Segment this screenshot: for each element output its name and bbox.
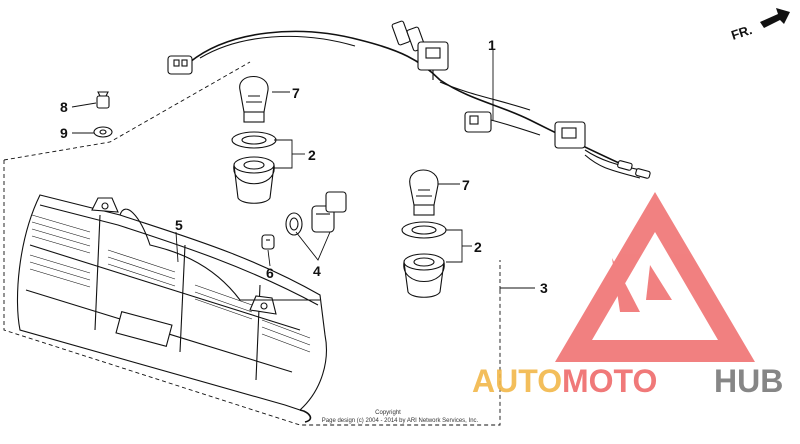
callout-7-right: 7 — [462, 177, 470, 193]
watermark-part-moto: MOTO — [562, 363, 657, 399]
bulb-right — [409, 169, 439, 216]
callout-8: 8 — [60, 99, 68, 115]
screw — [96, 91, 110, 109]
callout-7-upper: 7 — [292, 85, 300, 101]
bulb-wedge — [261, 234, 275, 250]
callout-1: 1 — [488, 37, 496, 53]
wire-harness — [167, 20, 651, 179]
assembly-outline — [3, 160, 501, 426]
callout-6: 6 — [266, 265, 274, 281]
callout-4: 4 — [313, 263, 321, 279]
bulb-upper — [239, 76, 269, 123]
copyright-line1: Copyright — [375, 410, 401, 416]
callout-2-upper: 2 — [308, 147, 316, 163]
leader-lines — [71, 50, 535, 289]
socket-small — [285, 191, 347, 236]
callout-5: 5 — [175, 217, 183, 233]
front-direction-label: FR. — [729, 22, 754, 43]
watermark-part-hub: HUB — [714, 363, 783, 399]
watermark-part-auto: AUTO — [472, 363, 562, 399]
front-direction-arrow: FR. — [729, 8, 790, 43]
socket-upper — [231, 131, 277, 204]
callout-2-right: 2 — [474, 239, 482, 255]
watermark-text: AUTO MOTO HUB — [472, 363, 783, 399]
callout-9: 9 — [60, 125, 68, 141]
assembly-outline-upper — [3, 61, 251, 161]
socket-right — [401, 221, 447, 298]
callout-3: 3 — [540, 280, 548, 296]
washer — [93, 126, 113, 138]
copyright-line2: Page design (c) 2004 - 2014 by ARI Netwo… — [322, 418, 479, 424]
lamp-housing — [16, 194, 327, 423]
watermark-logo — [555, 192, 755, 362]
